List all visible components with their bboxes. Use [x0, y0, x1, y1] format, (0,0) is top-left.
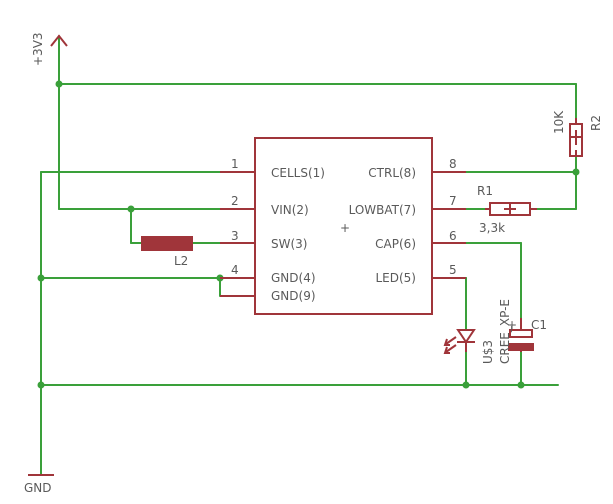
resistor-value: 3,3k — [479, 221, 505, 235]
pin-number: 1 — [231, 157, 239, 171]
led-emission-arrow-icon — [445, 344, 457, 353]
inductor-l2: L2 — [141, 236, 193, 268]
junction-led-gnd — [462, 381, 470, 389]
junction-gnd-rail — [37, 381, 45, 389]
ic: + 1 2 3 4 CELLS(1) VIN(2) SW(3) GND(4) G… — [220, 137, 466, 315]
pin-number: 2 — [231, 194, 239, 208]
led-emission-arrowhead-icon — [443, 338, 450, 346]
pin-number: 3 — [231, 229, 239, 243]
pin-name: CELLS(1) — [271, 166, 325, 180]
junctions — [37, 80, 580, 389]
resistor-name: R2 — [589, 115, 603, 131]
pin-name: LOWBAT(7) — [349, 203, 416, 217]
pin-name: LED(5) — [375, 271, 416, 285]
resistor-r1: R1 3,3k — [477, 184, 537, 235]
led-triangle-icon — [456, 329, 476, 344]
led-emission-arrowhead-icon — [443, 346, 450, 354]
led-value: CREE_XP-E — [498, 299, 512, 364]
ic-origin-mark: + — [340, 221, 350, 235]
pin-name: GND(9) — [271, 289, 316, 303]
pin-number: 7 — [449, 194, 457, 208]
junction-gnd4 — [37, 274, 45, 282]
pin-name: VIN(2) — [271, 203, 309, 217]
inductor-body — [141, 236, 193, 251]
supply-arrow-icon — [50, 34, 68, 47]
ground-label: GND — [24, 481, 52, 495]
ground-symbol: GND — [24, 474, 54, 495]
supply-symbol: +3V3 — [31, 32, 68, 66]
junction-vin — [127, 205, 135, 213]
resistor-name: R1 — [477, 184, 493, 198]
wires — [40, 35, 577, 476]
ic-body — [254, 137, 433, 315]
junction-ctrl — [572, 168, 580, 176]
led-u3: U$3 CREE_XP-E — [443, 299, 512, 364]
supply-label: +3V3 — [31, 32, 45, 66]
led-emission-arrow-icon — [445, 336, 457, 345]
resistor-r2: R2 10K — [552, 110, 603, 157]
pin-number: 8 — [449, 157, 457, 171]
capacitor-plus-mark: + — [507, 318, 517, 332]
pin-name: CAP(6) — [375, 237, 416, 251]
pin-number: 4 — [231, 263, 239, 277]
pin-name: CTRL(8) — [368, 166, 416, 180]
capacitor-c1: + C1 — [507, 318, 547, 352]
resistor-body — [569, 123, 583, 157]
resistor-value: 10K — [552, 110, 566, 134]
led-name: U$3 — [481, 340, 495, 364]
resistor-body — [489, 202, 531, 216]
pin-name: GND(4) — [271, 271, 316, 285]
pin-number: 6 — [449, 229, 457, 243]
capacitor-minus-plate — [508, 343, 534, 351]
junction-3v3 — [55, 80, 63, 88]
pin-number: 5 — [449, 263, 457, 277]
inductor-label: L2 — [174, 254, 188, 268]
pin-name: SW(3) — [271, 237, 307, 251]
capacitor-name: C1 — [531, 318, 547, 332]
junction-c1-gnd — [517, 381, 525, 389]
